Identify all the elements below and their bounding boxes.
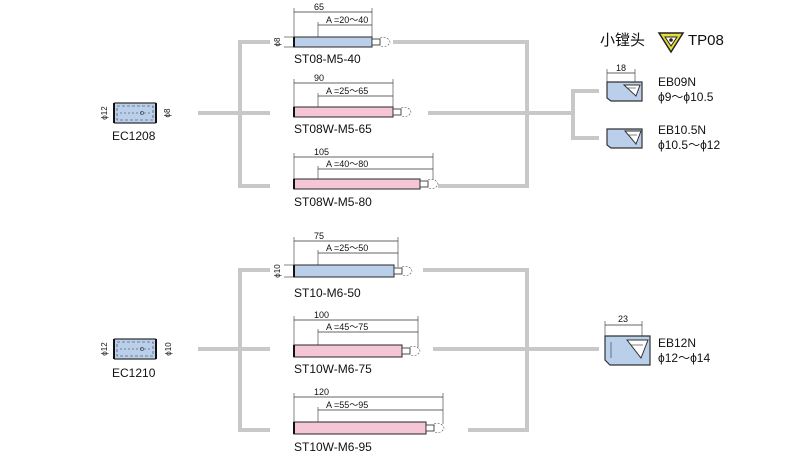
bar-body <box>293 344 403 358</box>
dim-total-label: 90 <box>314 73 324 83</box>
bar-thread <box>371 38 381 46</box>
bar-head-hint <box>379 37 391 47</box>
holder-label: EC1208 <box>112 129 156 143</box>
dim-adjust-label: A =25～65 <box>326 86 368 96</box>
bar-label: ST10-M6-50 <box>294 286 361 300</box>
bar-thread <box>401 347 411 355</box>
bar-thread <box>392 108 402 116</box>
head-range: ϕ9～ϕ10.5 <box>658 90 714 104</box>
dim-total-label: 75 <box>314 231 324 241</box>
dim-adjust-label: A =25～50 <box>326 243 368 253</box>
head-label: EB10.5N <box>658 123 706 137</box>
head-dim: 18 <box>616 63 626 73</box>
head-EB12N: 23 EB12N ϕ12～ϕ14 <box>604 314 710 366</box>
head-EB10.5N: EB10.5N ϕ10.5～ϕ12 <box>606 123 720 152</box>
bar-head-hint <box>409 346 421 356</box>
head-range: ϕ12～ϕ14 <box>658 351 710 365</box>
bar-thread <box>425 424 435 432</box>
dim-total-label: 120 <box>314 387 329 397</box>
bar-dia-label: ϕ10 <box>273 264 282 278</box>
holder-dia-left: ϕ12 <box>100 342 109 356</box>
holder-EC1210: ϕ12 ϕ10 EC1210 <box>100 338 173 380</box>
bar-label: ST10W-M6-75 <box>294 362 372 376</box>
dim-adjust-label: A =20～40 <box>326 15 368 25</box>
bar-body <box>293 264 395 278</box>
bar-head-hint <box>433 423 445 433</box>
head-range: ϕ10.5～ϕ12 <box>658 138 720 152</box>
dim-adjust-label: A =55～95 <box>326 400 368 410</box>
head-EB09N: 18 EB09N ϕ9～ϕ10.5 <box>606 63 714 104</box>
connector-line <box>525 89 599 115</box>
dim-total-label: 100 <box>314 310 329 320</box>
holder-dia-left: ϕ12 <box>100 106 109 120</box>
bar-label: ST10W-M6-95 <box>294 440 372 454</box>
header: 小镗头 TP08 <box>600 32 724 54</box>
holder-dia-right: ϕ8 <box>163 108 172 117</box>
bar-label: ST08W-M5-65 <box>294 122 372 136</box>
head-dim: 23 <box>618 314 628 324</box>
head-label: EB12N <box>658 336 696 350</box>
bar-label: ST08W-M5-80 <box>294 195 372 209</box>
holder-label: EC1210 <box>112 366 156 380</box>
bar-thread <box>393 267 403 275</box>
dim-adjust-label: A =40～80 <box>326 159 368 169</box>
bar-body <box>293 178 421 190</box>
head-label: EB09N <box>658 75 696 89</box>
connector-lines-group-2 <box>198 268 599 432</box>
bar-body <box>293 36 373 48</box>
dim-total-label: 65 <box>314 2 324 12</box>
connector-line <box>571 111 599 140</box>
header-title: 小镗头 <box>600 32 645 49</box>
holder-EC1208: ϕ12 ϕ8 EC1208 <box>100 102 172 143</box>
holder-shank <box>116 341 154 357</box>
bar-body <box>293 421 427 435</box>
bar-head-hint <box>400 107 412 117</box>
bar-label: ST08-M5-40 <box>294 52 361 66</box>
triangle-insert-icon <box>657 32 685 54</box>
dim-adjust-label: A =45～75 <box>326 322 368 332</box>
insert-code: TP08 <box>688 32 724 49</box>
bar-body <box>293 106 394 118</box>
bar-thread <box>419 180 429 188</box>
dim-total-label: 105 <box>314 147 329 157</box>
holder-shank <box>116 105 154 121</box>
bar-head-hint <box>401 266 413 276</box>
bar-dia-label: ϕ8 <box>273 37 282 46</box>
connector-lines-group-1 <box>198 40 599 188</box>
holder-dia-right: ϕ10 <box>164 342 173 356</box>
bar-head-hint <box>427 179 439 189</box>
